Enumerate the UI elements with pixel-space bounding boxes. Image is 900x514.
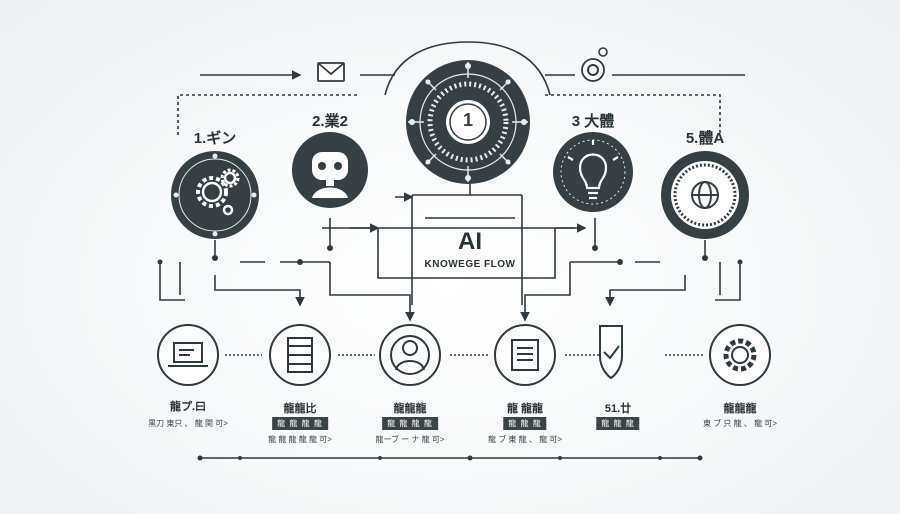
top-node-4-label: 5.體A: [685, 130, 725, 147]
center-node: [406, 60, 530, 184]
server-icon: [287, 337, 313, 373]
bottom-node-4-tag: 龍 龍 龍: [503, 417, 547, 430]
lightbulb-icon: [567, 140, 619, 200]
bottom-node-2: [269, 324, 331, 386]
shield-check-icon: [603, 345, 620, 360]
top-node-2: [292, 132, 368, 208]
globe-icon: [691, 181, 719, 209]
bottom-node-4-sub: 龍 ブ 東 龍 、 龍 可>: [487, 435, 563, 444]
dashed-frame-right: [545, 94, 721, 135]
gears-icon: [196, 168, 240, 216]
document-icon: [511, 339, 539, 371]
center-number: 1: [462, 110, 474, 130]
top-node-3: [553, 132, 633, 212]
top-node-2-label: 2.業2: [312, 113, 348, 130]
bottom-node-4-title: 龍 龍龍: [506, 403, 544, 415]
top-node-1: [171, 151, 259, 239]
center-title: AI: [458, 228, 482, 255]
bottom-node-3: [379, 324, 441, 386]
top-node-3-label: 3 大體: [571, 113, 615, 130]
center-halo: [384, 41, 551, 96]
top-node-4: [661, 151, 749, 239]
bottom-node-2-sub: 龍 龍 龍 龍 龍 可>: [268, 435, 332, 444]
bottom-node-1: [157, 324, 219, 386]
bottom-node-2-title: 龍龍比: [283, 403, 317, 415]
envelope-icon: [317, 62, 345, 82]
settings-badge-icon: [581, 47, 608, 82]
bottom-node-5: [599, 325, 623, 380]
bottom-node-5-title: 51.廿: [604, 403, 632, 415]
bottom-node-3-sub: 龍ーブ ー ナ 龍 可>: [375, 435, 445, 444]
bottom-node-6-sub: 東 ブ 只 龍 、 龍 可>: [702, 419, 778, 428]
gear-icon: [723, 338, 757, 372]
bottom-node-2-tag: 龍 龍 龍 龍: [272, 417, 328, 430]
laptop-icon: [168, 342, 208, 367]
bottom-node-1-title: 龍プ.曰: [169, 401, 207, 413]
bottom-node-6-title: 龍龍龍: [723, 403, 757, 415]
user-network-icon: [390, 335, 430, 375]
robot-icon: [312, 152, 348, 198]
bottom-node-5-tag: 龍 龍 龍: [596, 417, 640, 430]
bottom-node-6: [709, 324, 771, 386]
bottom-node-1-sub: 黒刀 東只 、 龍 関 可>: [148, 419, 228, 428]
bottom-node-4: [494, 324, 556, 386]
bottom-node-3-title: 龍龍龍: [393, 403, 427, 415]
center-subtitle: KNOWEGE FLOW: [424, 259, 516, 270]
top-node-1-label: 1.ギン: [193, 130, 237, 147]
dashed-frame-left: [177, 94, 360, 135]
bottom-node-3-tag: 龍 龍 龍 龍: [382, 417, 438, 430]
